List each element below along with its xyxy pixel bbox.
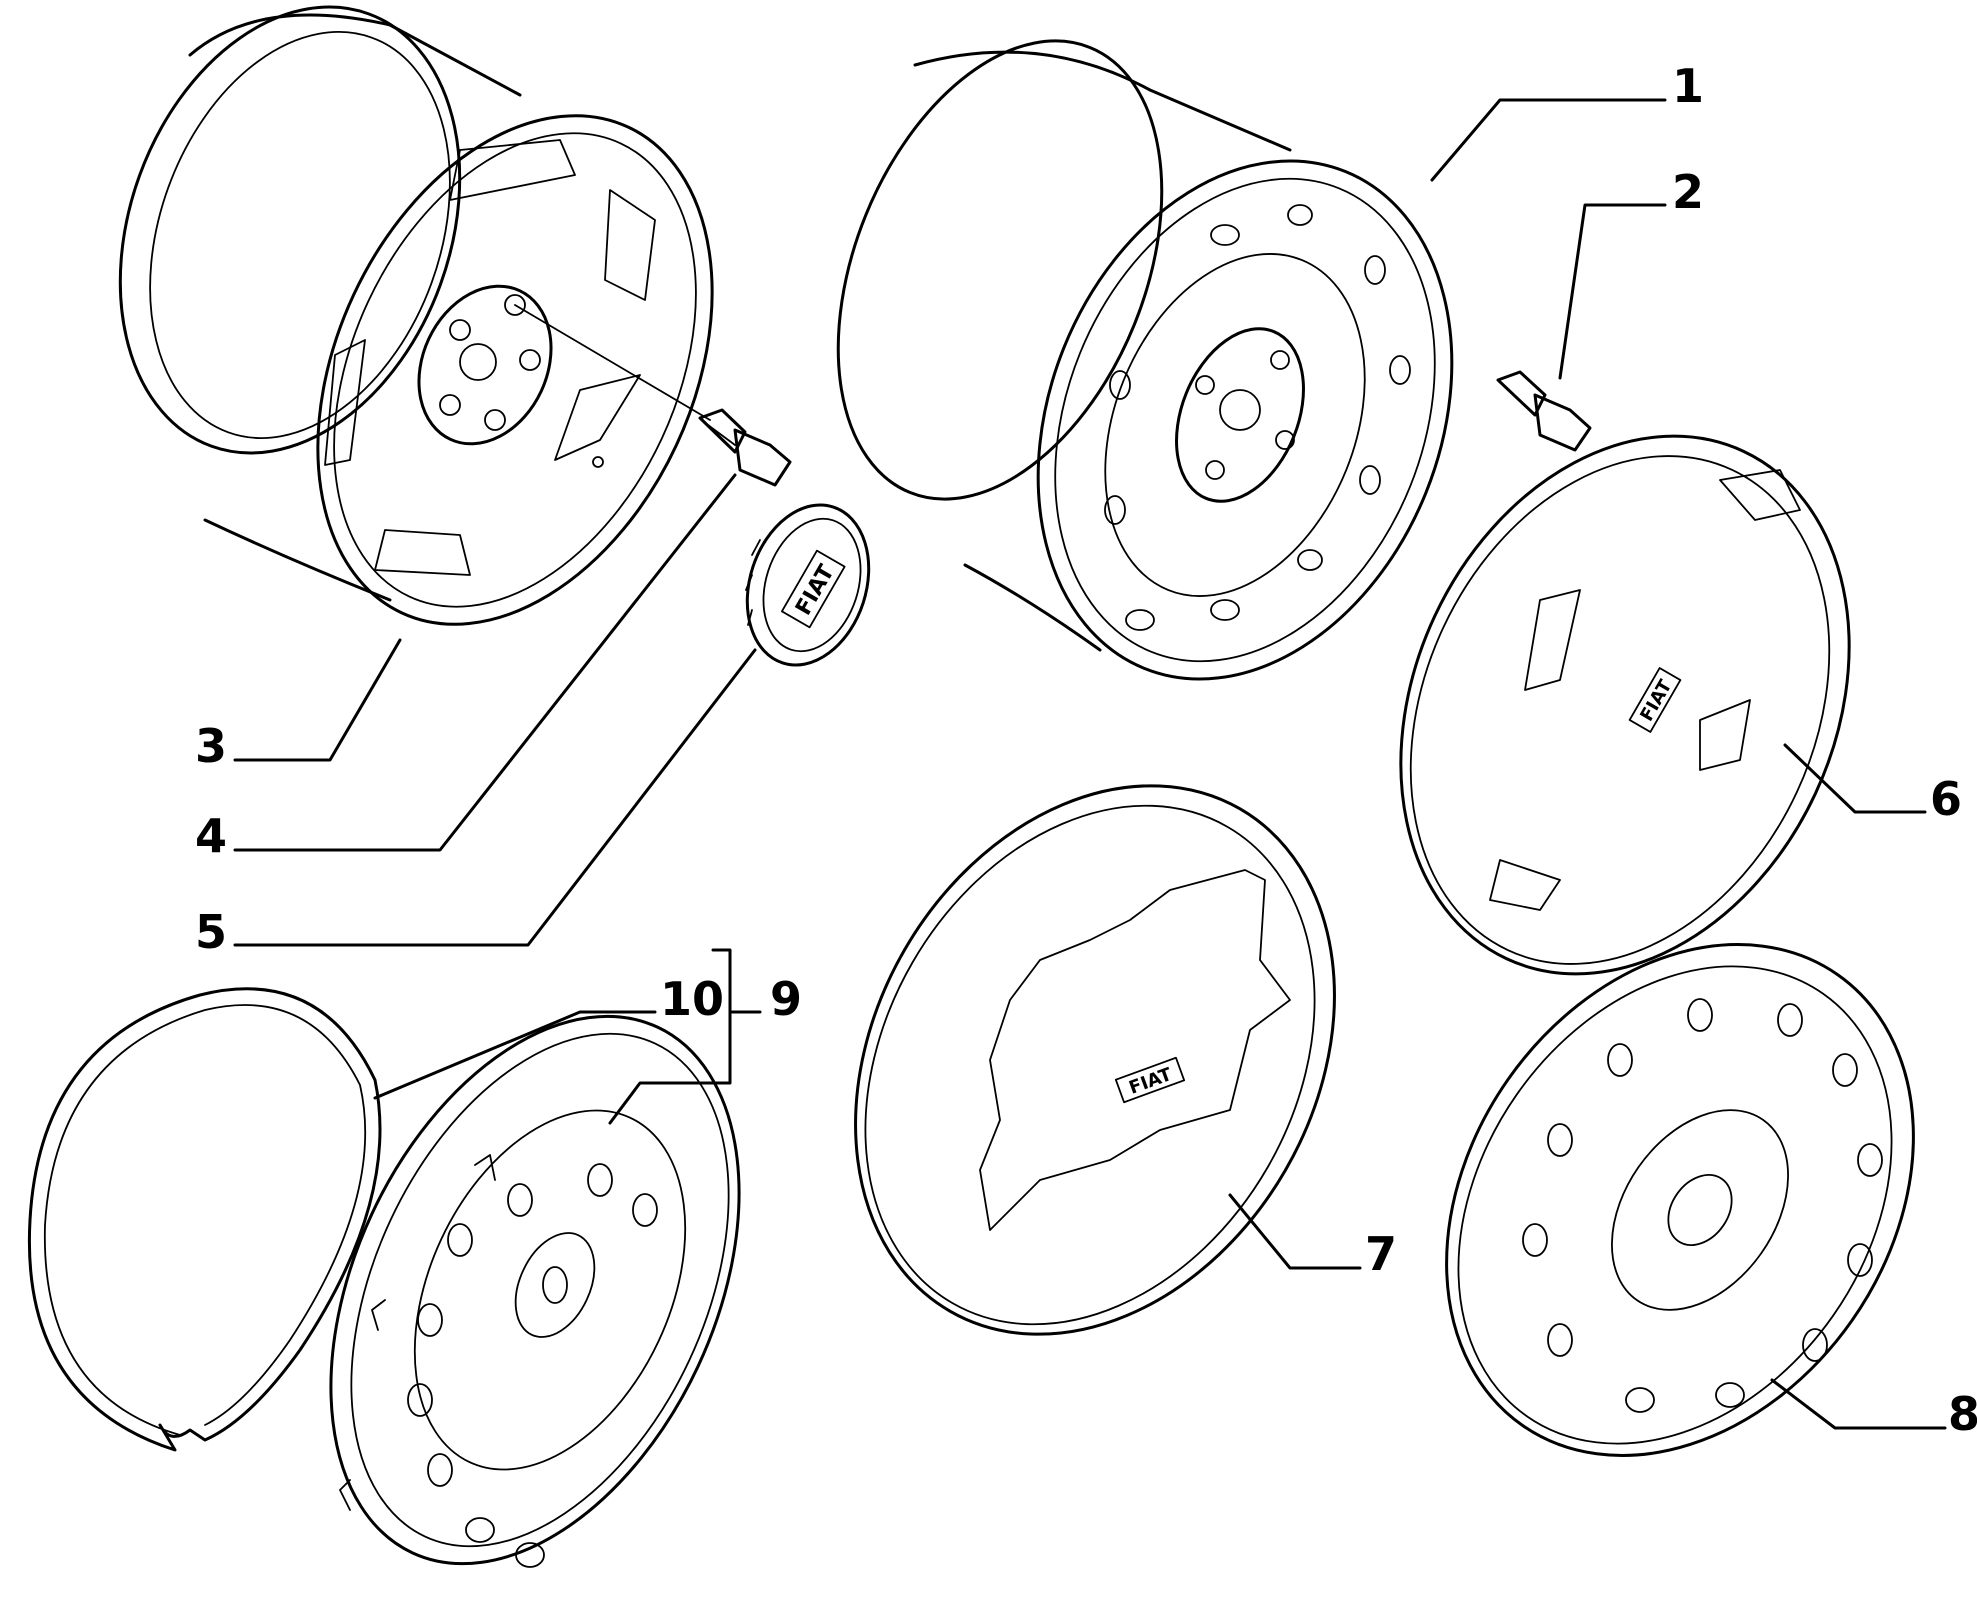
leader-5	[233, 648, 757, 947]
callout-5: 5	[195, 905, 227, 959]
part-1-steel-wheel	[836, 39, 1454, 681]
callout-labels: 1 2 3 4 5 6 7 8 9 10	[195, 59, 1977, 1441]
leader-8	[1770, 1378, 1947, 1430]
leader-1	[1430, 98, 1667, 182]
part-2-wheel-bolt	[1496, 370, 1592, 452]
spoke-window	[554, 374, 641, 461]
hubcap-6-brand-marking: FIAT	[1636, 676, 1676, 725]
part-10-retaining-ring	[27, 987, 382, 1452]
callout-7: 7	[1365, 1227, 1397, 1281]
leader-3	[233, 638, 402, 762]
hubcap-7-brand-marking: FIAT	[1126, 1064, 1175, 1099]
callout-4: 4	[195, 809, 227, 863]
leader-lines	[233, 98, 1947, 1430]
part-6-hubcap: FIAT	[1399, 434, 1851, 976]
leader-2	[1558, 203, 1667, 380]
leader-4	[233, 473, 737, 852]
callout-1: 1	[1672, 59, 1704, 113]
callout-9: 9	[770, 972, 802, 1026]
spoke-window	[324, 339, 366, 466]
callout-2: 2	[1672, 165, 1704, 219]
cap-brand-marking: FIAT	[791, 561, 839, 620]
leader-7	[1228, 1193, 1362, 1270]
spoke-window	[449, 139, 576, 201]
part-4-wheel-bolt	[698, 408, 792, 487]
callout-8: 8	[1948, 1387, 1977, 1441]
leader-6	[1783, 743, 1927, 814]
part-7-hubcap: FIAT	[854, 784, 1336, 1336]
part-9-hubcap	[329, 1014, 741, 1568]
part-8-hubcap	[1445, 943, 1915, 1457]
part-3-alloy-wheel	[118, 5, 714, 626]
callout-6: 6	[1930, 772, 1962, 826]
spoke-window	[604, 189, 656, 301]
callout-10: 10	[660, 972, 724, 1026]
leader-10	[373, 1010, 657, 1100]
callout-3: 3	[195, 719, 227, 773]
spoke-window	[374, 529, 471, 576]
leader-9	[608, 948, 732, 1125]
